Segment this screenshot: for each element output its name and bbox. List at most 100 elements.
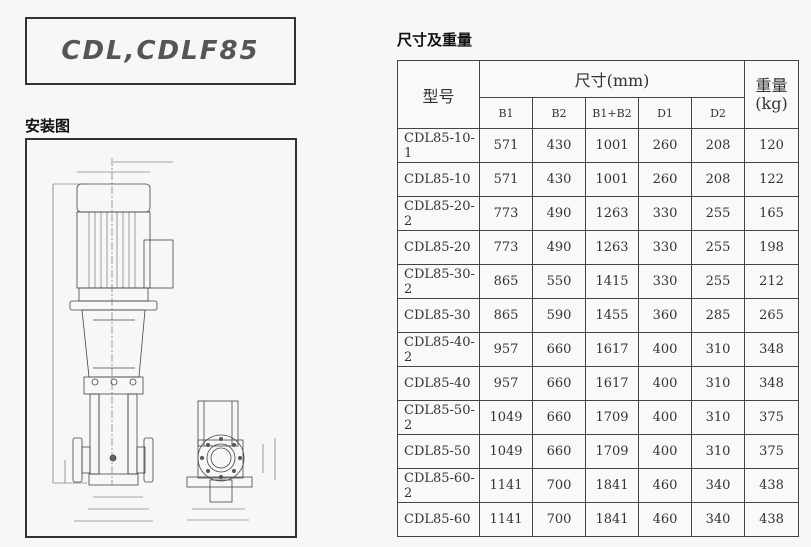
header-weight: 重量 (kg) — [744, 60, 799, 129]
cell-d2: 208 — [691, 128, 745, 163]
cell-d1: 330 — [638, 230, 692, 265]
cell-b2: 550 — [532, 264, 586, 299]
cell-weight: 375 — [744, 400, 799, 435]
header-b1: B1 — [479, 97, 533, 129]
cell-b1-b2: 1263 — [585, 196, 639, 231]
cell-b1: 957 — [479, 332, 533, 367]
cell-weight: 265 — [744, 298, 799, 333]
header-d1: D1 — [638, 97, 692, 129]
cell-d1: 460 — [638, 502, 692, 537]
header-weight-unit: (kg) — [755, 93, 788, 113]
header-b2: B2 — [532, 97, 586, 129]
cell-d1: 400 — [638, 332, 692, 367]
cell-d2: 255 — [691, 196, 745, 231]
cell-b2: 700 — [532, 502, 586, 537]
cell-b2: 430 — [532, 128, 586, 163]
cell-d1: 360 — [638, 298, 692, 333]
cell-b1-b2: 1001 — [585, 128, 639, 163]
cell-d1: 260 — [638, 128, 692, 163]
cell-d1: 400 — [638, 434, 692, 469]
cell-model: CDL85-20 — [397, 230, 480, 265]
cell-d2: 340 — [691, 468, 745, 503]
cell-d2: 310 — [691, 332, 745, 367]
cell-model: CDL85-20-2 — [397, 196, 480, 231]
cell-weight: 122 — [744, 162, 799, 197]
cell-b2: 660 — [532, 400, 586, 435]
cell-d1: 330 — [638, 264, 692, 299]
cell-b2: 660 — [532, 434, 586, 469]
cell-b1-b2: 1617 — [585, 332, 639, 367]
cell-model: CDL85-10-1 — [397, 128, 480, 163]
install-heading: 安装图 — [25, 117, 71, 135]
cell-b2: 700 — [532, 468, 586, 503]
table-heading: 尺寸及重量 — [397, 31, 473, 49]
cell-b1-b2: 1709 — [585, 434, 639, 469]
cell-b2: 490 — [532, 196, 586, 231]
cell-b1-b2: 1841 — [585, 468, 639, 503]
cell-weight: 165 — [744, 196, 799, 231]
cell-d1: 330 — [638, 196, 692, 231]
header-weight-label: 重量 — [755, 75, 788, 95]
cell-b1-b2: 1455 — [585, 298, 639, 333]
cell-b1: 865 — [479, 298, 533, 333]
cell-b1: 773 — [479, 196, 533, 231]
cell-model: CDL85-60-2 — [397, 468, 480, 503]
cell-weight: 438 — [744, 468, 799, 503]
cell-weight: 198 — [744, 230, 799, 265]
dimension-weight-table: 型号 尺寸(mm) 重量 (kg) B1 B2 B1+B2 D1 D2 CDL8… — [397, 60, 799, 537]
cell-d1: 460 — [638, 468, 692, 503]
cell-b2: 490 — [532, 230, 586, 265]
pump-body — [72, 393, 154, 486]
cell-model: CDL85-50-2 — [397, 400, 480, 435]
product-title-box: CDL,CDLF85 — [25, 17, 296, 85]
cell-b1-b2: 1263 — [585, 230, 639, 265]
cell-model: CDL85-10 — [397, 162, 480, 197]
cell-model: CDL85-40-2 — [397, 332, 480, 367]
header-dimensions: 尺寸(mm) — [479, 60, 745, 98]
cell-b2: 660 — [532, 366, 586, 401]
cell-model: CDL85-30-2 — [397, 264, 480, 299]
cell-d2: 310 — [691, 366, 745, 401]
header-b1-b2: B1+B2 — [585, 97, 639, 129]
cell-d2: 285 — [691, 298, 745, 333]
cell-weight: 120 — [744, 128, 799, 163]
cell-d2: 310 — [691, 400, 745, 435]
cell-d1: 260 — [638, 162, 692, 197]
cell-b1: 773 — [479, 230, 533, 265]
cell-b1: 957 — [479, 366, 533, 401]
cell-b1-b2: 1415 — [585, 264, 639, 299]
cell-b1-b2: 1617 — [585, 366, 639, 401]
cell-d1: 400 — [638, 400, 692, 435]
installation-drawing — [25, 138, 297, 538]
dimension-lines — [52, 161, 276, 522]
cell-d1: 400 — [638, 366, 692, 401]
cell-b1: 1049 — [479, 400, 533, 435]
cell-d2: 340 — [691, 502, 745, 537]
header-d2: D2 — [691, 97, 745, 129]
cell-weight: 348 — [744, 332, 799, 367]
cell-b1: 865 — [479, 264, 533, 299]
cell-b1-b2: 1841 — [585, 502, 639, 537]
cell-d2: 310 — [691, 434, 745, 469]
cell-b2: 430 — [532, 162, 586, 197]
header-model: 型号 — [397, 60, 480, 129]
pump-drawing — [52, 158, 276, 522]
cell-b1: 1141 — [479, 502, 533, 537]
motor — [76, 183, 174, 302]
cell-d2: 255 — [691, 264, 745, 299]
cell-d2: 208 — [691, 162, 745, 197]
cell-model: CDL85-60 — [397, 502, 480, 537]
cell-d2: 255 — [691, 230, 745, 265]
cell-weight: 348 — [744, 366, 799, 401]
